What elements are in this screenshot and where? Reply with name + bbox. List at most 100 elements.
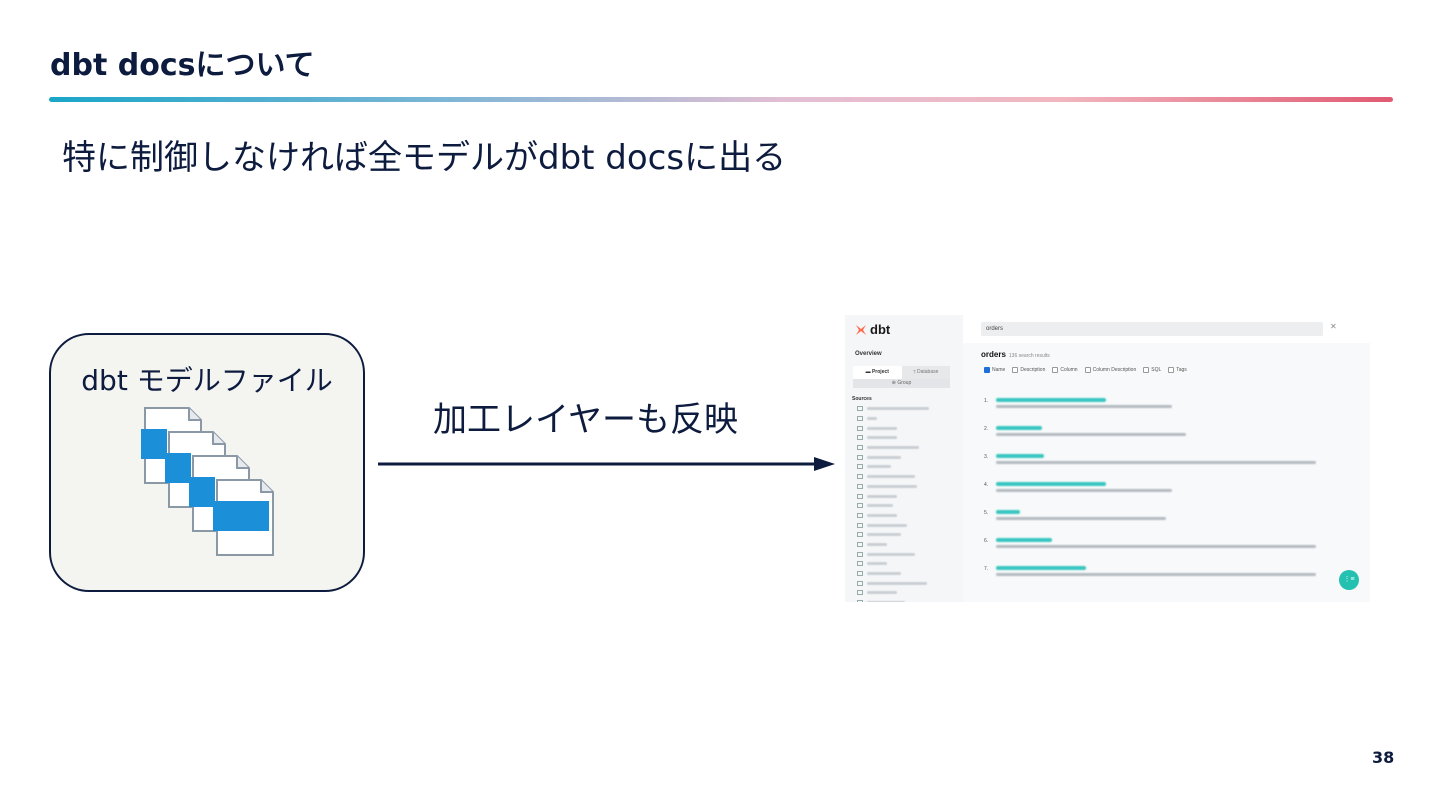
sidebar-source-item[interactable] xyxy=(857,598,929,602)
checkbox[interactable] xyxy=(1085,367,1091,373)
tab-group[interactable]: ⊕ Group xyxy=(853,379,950,388)
model-file-label: dbt モデルファイル xyxy=(51,359,363,399)
sidebar-source-name xyxy=(867,533,901,536)
right-arrow-icon xyxy=(378,454,838,476)
sidebar-source-name xyxy=(867,456,901,459)
result-number: 3. xyxy=(984,454,988,460)
result-link[interactable] xyxy=(996,482,1106,486)
result-link[interactable] xyxy=(996,538,1052,542)
checkbox[interactable] xyxy=(1168,367,1174,373)
sidebar-source-item[interactable] xyxy=(857,423,929,433)
sidebar-source-name xyxy=(867,485,917,488)
sidebar-source-item[interactable] xyxy=(857,540,929,550)
tab-project-label: Project xyxy=(872,369,889,375)
checkbox[interactable] xyxy=(984,367,990,373)
folder-icon xyxy=(857,426,863,431)
sidebar-source-name xyxy=(867,591,897,594)
result-link[interactable] xyxy=(996,398,1106,402)
sidebar-source-item[interactable] xyxy=(857,530,929,540)
sidebar-source-name xyxy=(867,562,887,565)
sidebar-source-item[interactable] xyxy=(857,559,929,569)
sidebar-source-item[interactable] xyxy=(857,414,929,424)
filter-description[interactable]: Description xyxy=(1012,367,1045,373)
filter-tags[interactable]: Tags xyxy=(1168,367,1187,373)
checkbox[interactable] xyxy=(1052,367,1058,373)
sidebar-source-item[interactable] xyxy=(857,511,929,521)
folder-icon xyxy=(857,484,863,489)
sidebar-source-name xyxy=(867,514,897,517)
result-description xyxy=(996,517,1166,520)
result-number: 2. xyxy=(984,426,988,432)
sidebar-source-item[interactable] xyxy=(857,520,929,530)
folder-icon xyxy=(857,474,863,479)
folder-icon xyxy=(857,532,863,537)
result-number: 5. xyxy=(984,510,988,516)
sidebar-source-name xyxy=(867,446,919,449)
lineage-graph-button[interactable]: ⋮≡ xyxy=(1339,570,1359,590)
sidebar-source-name xyxy=(867,475,915,478)
dbt-logo[interactable]: dbt xyxy=(855,322,890,337)
result-link[interactable] xyxy=(996,566,1086,570)
sidebar-source-name xyxy=(867,524,907,527)
sidebar-source-item[interactable] xyxy=(857,491,929,501)
result-link[interactable] xyxy=(996,454,1044,458)
folder-icon xyxy=(857,590,863,595)
sidebar-source-list xyxy=(857,404,929,602)
sidebar-tabs: ▬ Project ⁊ Database xyxy=(853,366,950,379)
sidebar-source-item[interactable] xyxy=(857,452,929,462)
checkbox[interactable] xyxy=(1143,367,1149,373)
result-description xyxy=(996,573,1316,576)
folder-icon xyxy=(857,494,863,499)
tab-database[interactable]: ⁊ Database xyxy=(902,366,951,379)
sidebar-source-item[interactable] xyxy=(857,404,929,414)
folder-icon xyxy=(857,542,863,547)
folder-icon xyxy=(857,445,863,450)
filter-label: Tags xyxy=(1176,367,1187,373)
folder-icon xyxy=(857,552,863,557)
title-gradient-rule xyxy=(49,97,1393,102)
filter-label: Description xyxy=(1020,367,1045,373)
folder-icon xyxy=(857,406,863,411)
sidebar-source-item[interactable] xyxy=(857,549,929,559)
page-number: 38 xyxy=(1372,748,1394,767)
tab-group-label: Group xyxy=(897,380,911,386)
search-filter-bar: Name Description Column Column Description S… xyxy=(984,367,1187,373)
sidebar-source-name xyxy=(867,407,929,410)
result-number: 6. xyxy=(984,538,988,544)
sidebar-overview-link[interactable]: Overview xyxy=(855,351,882,357)
result-link[interactable] xyxy=(996,426,1042,430)
sidebar-source-item[interactable] xyxy=(857,482,929,492)
folder-icon xyxy=(857,513,863,518)
folder-icon xyxy=(857,523,863,528)
sidebar-source-item[interactable] xyxy=(857,462,929,472)
sidebar-source-item[interactable] xyxy=(857,588,929,598)
folder-icon xyxy=(857,455,863,460)
filter-label: SQL xyxy=(1151,367,1161,373)
checkbox[interactable] xyxy=(1012,367,1018,373)
sidebar-source-item[interactable] xyxy=(857,501,929,511)
slide-subtitle: 特に制御しなければ全モデルがdbt docsに出る xyxy=(62,130,786,179)
result-link[interactable] xyxy=(996,510,1020,514)
sidebar-source-item[interactable] xyxy=(857,472,929,482)
tab-database-label: Database xyxy=(917,369,938,375)
filter-column[interactable]: Column xyxy=(1052,367,1077,373)
filter-sql[interactable]: SQL xyxy=(1143,367,1161,373)
tab-project[interactable]: ▬ Project xyxy=(853,366,902,379)
filter-column-description[interactable]: Column Description xyxy=(1085,367,1137,373)
filter-name[interactable]: Name xyxy=(984,367,1005,373)
sidebar-source-item[interactable] xyxy=(857,569,929,579)
sidebar-source-name xyxy=(867,436,897,439)
sidebar-source-item[interactable] xyxy=(857,443,929,453)
result-number: 4. xyxy=(984,482,988,488)
folder-icon xyxy=(857,464,863,469)
sidebar-source-name xyxy=(867,427,897,430)
folder-icon xyxy=(857,571,863,576)
sidebar-source-name xyxy=(867,553,915,556)
sidebar-source-name xyxy=(867,601,905,602)
sidebar-source-item[interactable] xyxy=(857,578,929,588)
results-count: 136 search results xyxy=(1009,353,1050,359)
docs-search-input[interactable]: orders xyxy=(981,322,1323,336)
folder-icon xyxy=(857,435,863,440)
close-icon[interactable]: ✕ xyxy=(1330,322,1337,331)
sidebar-source-item[interactable] xyxy=(857,433,929,443)
